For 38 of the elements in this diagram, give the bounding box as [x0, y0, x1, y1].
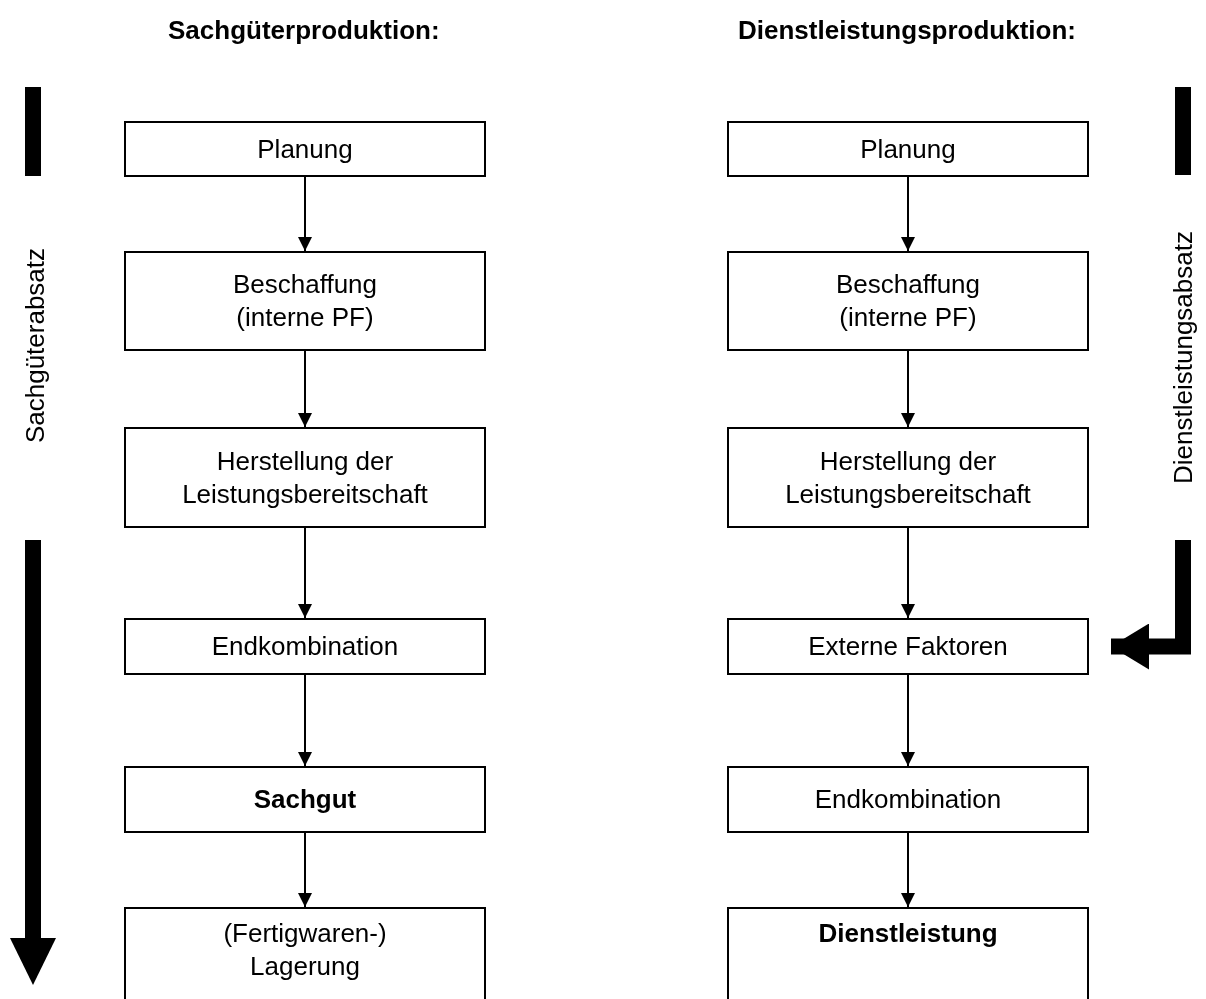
box-label: Dienstleistung — [818, 917, 998, 950]
side-label: Dienstleistungsabsatz — [1167, 230, 1199, 484]
arrow — [298, 350, 312, 428]
arrow — [298, 176, 312, 252]
side-label: Sachgüterabsatz — [19, 247, 51, 443]
process-box — [727, 907, 1089, 999]
box-label: Endkombination — [814, 783, 1002, 816]
arrow — [298, 832, 312, 908]
box-label: Endkombination — [211, 630, 399, 663]
box-label: Beschaffung (interne PF) — [834, 268, 982, 334]
arrow — [298, 527, 312, 619]
process-box — [124, 907, 486, 999]
process-box — [727, 121, 1089, 177]
box-label: Planung — [257, 132, 353, 166]
column-heading: Dienstleistungsproduktion: — [738, 14, 1076, 46]
arrow — [298, 674, 312, 767]
process-box — [727, 427, 1089, 528]
process-box — [124, 251, 486, 351]
arrow — [901, 176, 915, 252]
box-label: Externe Faktoren — [808, 630, 1008, 663]
process-box — [727, 766, 1089, 833]
box-label: (Fertigwaren-) Lagerung — [222, 917, 388, 983]
arrow — [901, 350, 915, 428]
process-box — [124, 121, 486, 177]
box-label: Herstellung der Leistungsbereitschaft — [784, 444, 1032, 511]
arrow — [901, 674, 915, 767]
box-label: Planung — [860, 132, 956, 166]
process-box — [727, 618, 1089, 675]
box-label: Herstellung der Leistungsbereitschaft — [181, 444, 429, 511]
process-box — [124, 427, 486, 528]
process-box — [727, 251, 1089, 351]
box-label: Sachgut — [253, 783, 357, 816]
column-heading: Sachgüterproduktion: — [168, 14, 440, 46]
process-box — [124, 766, 486, 833]
arrow — [901, 832, 915, 908]
box-label: Beschaffung (interne PF) — [231, 268, 379, 334]
process-box — [124, 618, 486, 675]
arrow — [901, 527, 915, 619]
